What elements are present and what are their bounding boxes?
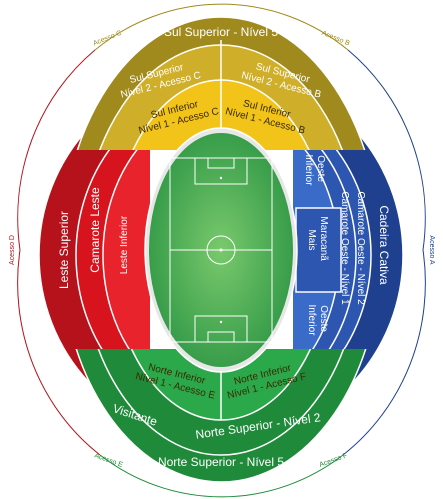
label-camarote-oeste-n1: Camarote Oeste - Nível 1 bbox=[339, 191, 350, 305]
south-stand bbox=[76, 16, 366, 150]
label-maracana-mais: Maracanã Mais bbox=[306, 216, 329, 263]
label-leste-superior: Leste Superior bbox=[57, 211, 71, 289]
north-stand bbox=[75, 349, 367, 483]
label-norte-superior: Norte Superior - Nível 5 bbox=[158, 455, 284, 469]
label-leste-inferior: Leste Inferior bbox=[119, 215, 130, 274]
label-acesso-e: Acesso E bbox=[93, 452, 123, 469]
label-acesso-a: Acesso A bbox=[428, 235, 435, 265]
label-acesso-f: Acesso F bbox=[319, 452, 349, 469]
sector-leste-inferior-shape[interactable] bbox=[102, 105, 339, 405]
east-stand bbox=[38, 83, 339, 427]
west-stand bbox=[293, 84, 404, 426]
access-ring bbox=[17, 3, 426, 498]
label-sul-superior: Sul Superior - Nível 5 bbox=[164, 25, 278, 39]
label-camarote-leste: Camarote Leste bbox=[88, 187, 102, 273]
label-acesso-b: Acesso B bbox=[321, 30, 351, 48]
label-oeste-inferior-top: Oeste Inferior bbox=[303, 154, 326, 186]
label-acesso-c: Acesso C bbox=[92, 30, 122, 48]
label-cadeira-cativa: Cadeira Cativa bbox=[377, 205, 391, 285]
label-oeste-inferior-bottom: Oeste Inferior bbox=[306, 304, 329, 336]
label-acesso-d: Acesso D bbox=[9, 235, 16, 265]
label-camarote-oeste-n2: Camarote Oeste - Nível 2 bbox=[355, 191, 366, 305]
